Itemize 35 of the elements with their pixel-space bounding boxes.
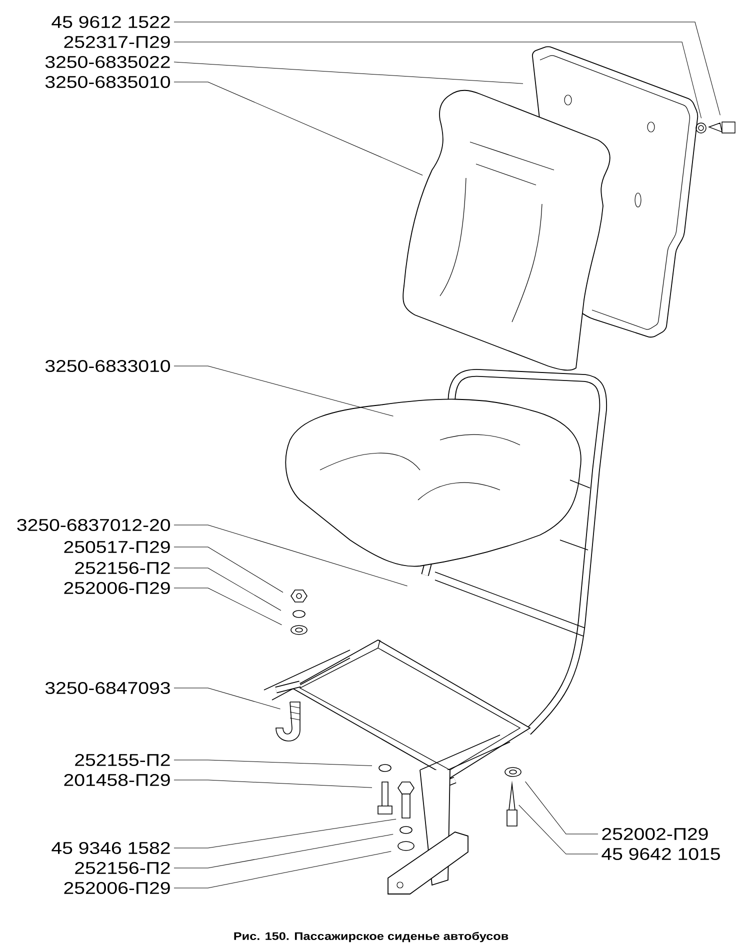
part-number: 3250-6833010 xyxy=(45,360,170,372)
part-number: 252156-П2 xyxy=(75,562,170,574)
leader-line xyxy=(525,781,598,834)
part-number: 252002-П29 xyxy=(602,828,708,840)
leader-line xyxy=(174,760,372,766)
part-number: 252006-П29 xyxy=(64,582,170,594)
part-number: 252156-П2 xyxy=(75,862,170,874)
figure-caption: Рис. 150. Пассажирское сиденье автобусов xyxy=(234,932,508,942)
leader-line xyxy=(174,834,394,868)
part-number: 250517-П29 xyxy=(64,540,170,554)
part-number: 3250-6835022 xyxy=(45,56,170,68)
part-number: 45 9346 1582 xyxy=(52,842,170,854)
leader-line xyxy=(174,780,372,788)
leader-line xyxy=(518,804,598,854)
leader-line xyxy=(174,568,282,611)
leader-line xyxy=(174,818,396,848)
leader-line xyxy=(174,588,282,626)
leader-line xyxy=(174,82,423,176)
part-number: 252317-П29 xyxy=(64,36,170,48)
part-number: 3250-6847093 xyxy=(45,682,170,694)
leader-line xyxy=(174,851,392,888)
leader-line xyxy=(174,524,408,586)
part-number: 201458-П29 xyxy=(64,774,170,786)
part-number: 252006-П29 xyxy=(64,882,170,894)
part-number: 252155-П2 xyxy=(75,754,170,766)
part-number: 45 9612 1522 xyxy=(52,16,170,28)
leader-line xyxy=(174,688,281,710)
leader-line xyxy=(174,42,702,118)
leader-line xyxy=(174,546,284,593)
part-number: 3250-6837012-20 xyxy=(17,518,170,532)
leader-line xyxy=(174,366,394,416)
leader-line xyxy=(174,22,720,116)
part-number: 3250-6835010 xyxy=(45,76,170,88)
part-number: 45 9642 1015 xyxy=(602,848,720,860)
leader-line xyxy=(174,62,524,84)
